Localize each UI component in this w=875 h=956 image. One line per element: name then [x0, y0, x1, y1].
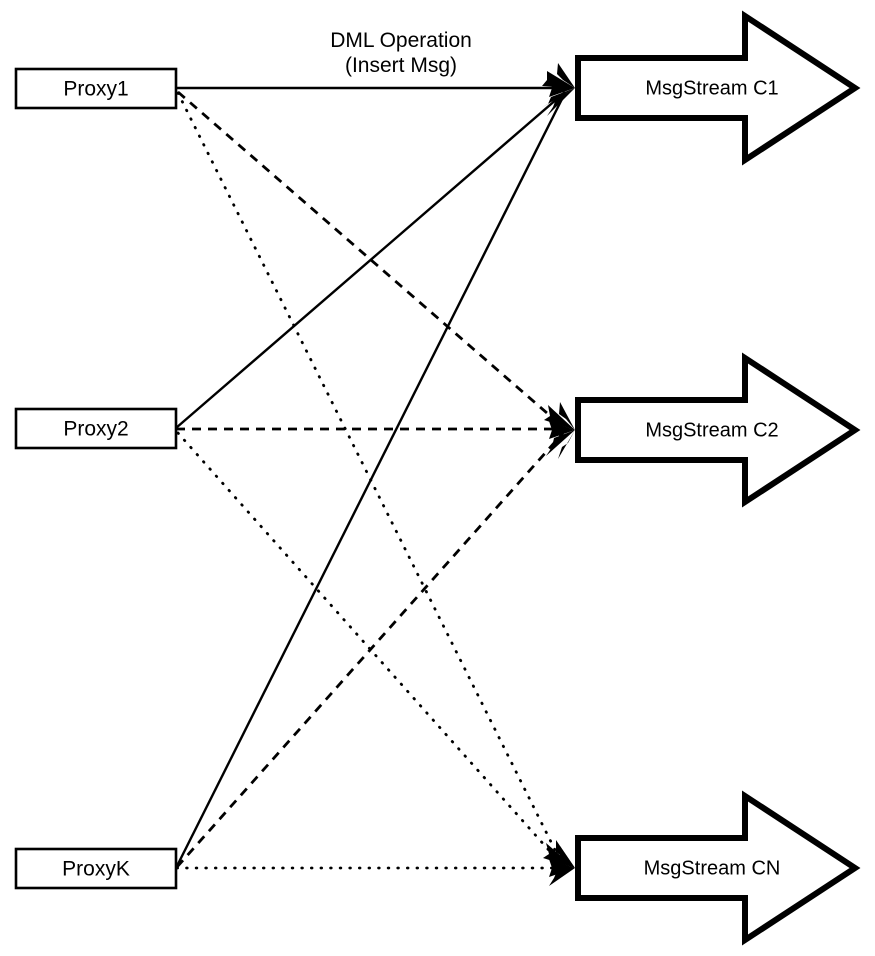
node-proxyk-label: ProxyK — [62, 858, 130, 881]
node-msgstream-c2-shape[interactable] — [575, 352, 861, 508]
node-proxy2[interactable]: Proxy2 — [14, 407, 178, 450]
arrowhead-layer — [541, 63, 575, 886]
edge-caption-line1: DML Operation — [330, 29, 472, 52]
edge-caption-line2: (Insert Msg) — [345, 54, 457, 77]
target-nodes: MsgStream C1 MsgStream C2 MsgStream CN — [575, 10, 861, 946]
node-proxyk[interactable]: ProxyK — [14, 847, 178, 890]
node-msgstream-c1-label: MsgStream C1 — [645, 77, 778, 99]
node-msgstream-cn-shape[interactable] — [575, 790, 861, 946]
connection-proxy2-to-c1 — [175, 91, 566, 429]
arrowhead-cluster-c1 — [541, 63, 575, 116]
connection-proxyk-to-c2 — [175, 432, 565, 868]
node-proxyk-box[interactable] — [14, 847, 178, 890]
node-msgstream-c2[interactable]: MsgStream C2 — [575, 352, 861, 508]
node-proxy1-label: Proxy1 — [63, 78, 128, 101]
arrowhead-cluster-cn — [543, 840, 575, 886]
connection-proxy1-to-cn — [176, 91, 564, 866]
source-nodes: Proxy1 Proxy2 ProxyK — [14, 67, 178, 890]
connection-proxyk-to-c1 — [174, 92, 567, 869]
node-msgstream-c2-label: MsgStream C2 — [645, 419, 778, 441]
node-msgstream-cn[interactable]: MsgStream CN — [575, 790, 861, 946]
edge-caption-dml: DML Operation (Insert Msg) — [330, 29, 472, 77]
arrowhead-cluster-c2 — [544, 402, 575, 459]
connection-proxy1-to-c2 — [177, 90, 564, 429]
node-proxy1-box[interactable] — [14, 67, 178, 110]
node-msgstream-c1-shape[interactable] — [575, 10, 861, 166]
connection-layer — [174, 86, 567, 870]
node-proxy2-box[interactable] — [14, 407, 178, 450]
node-msgstream-cn-label: MsgStream CN — [644, 857, 781, 879]
node-msgstream-c1[interactable]: MsgStream C1 — [575, 10, 861, 166]
node-proxy2-label: Proxy2 — [63, 418, 128, 441]
node-proxy1[interactable]: Proxy1 — [14, 67, 178, 110]
